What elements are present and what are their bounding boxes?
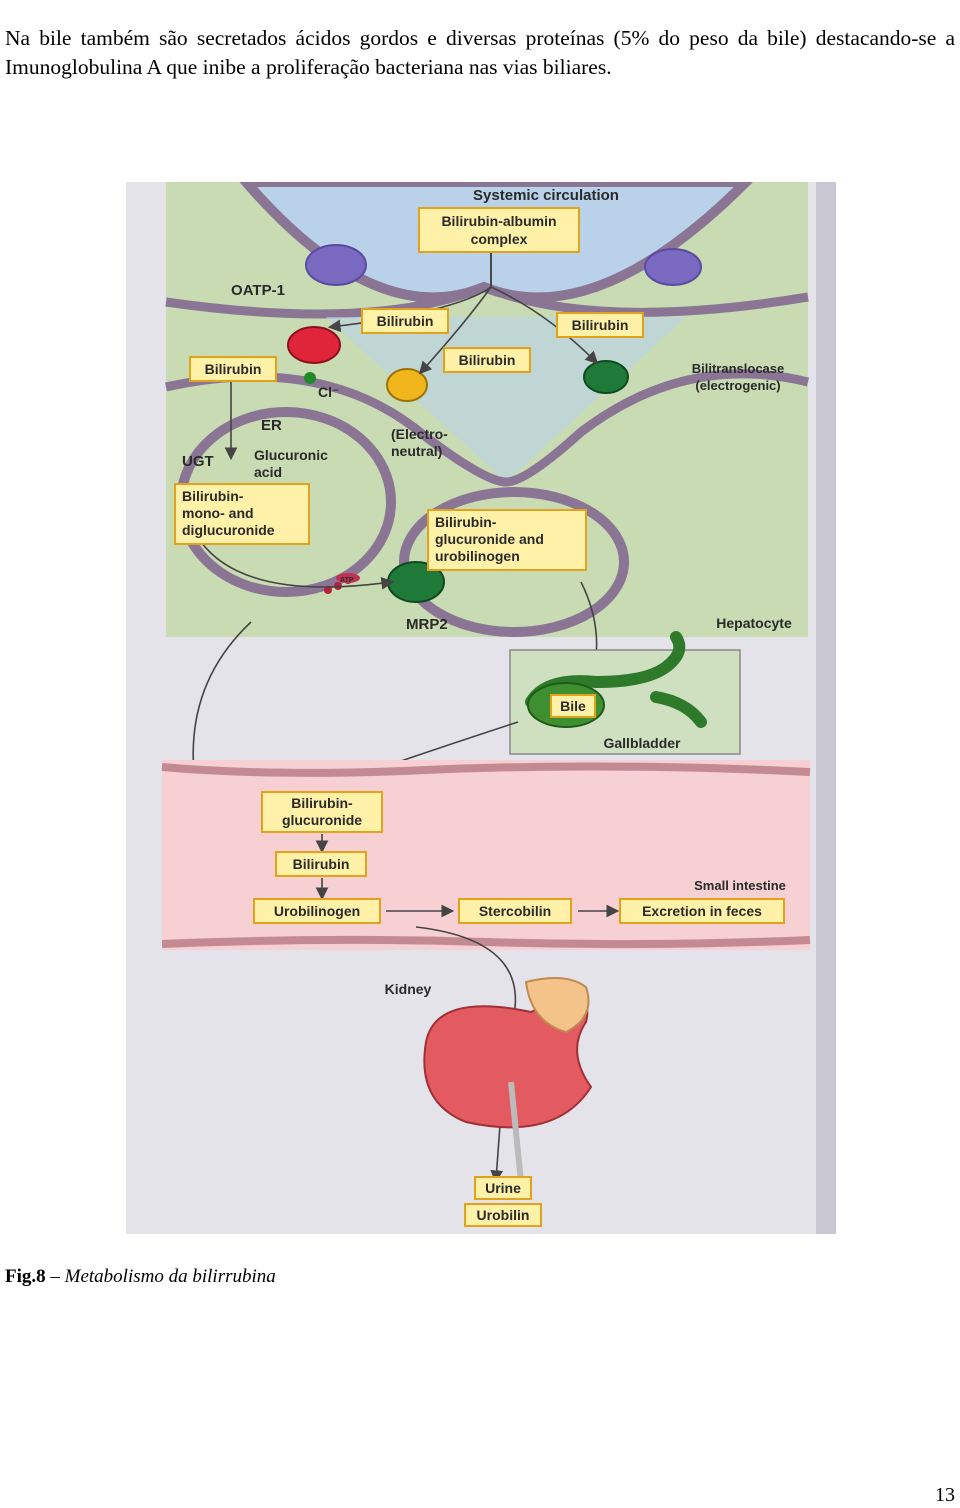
gallbladder-label: Gallbladder (603, 735, 681, 751)
urobilin-label: Urobilin (477, 1207, 530, 1223)
bilirubin-metabolism-figure: Systemic circulation Bilirubin-albumin c… (126, 182, 836, 1234)
bilirubin-glucuronide-label-1: Bilirubin- (291, 795, 353, 811)
page-number: 13 (935, 1484, 955, 1506)
bilirubin-label-1: Bilirubin (377, 313, 434, 329)
er-label: ER (261, 417, 282, 434)
acid-label: acid (254, 464, 282, 480)
gluc-urob-label-3: urobilinogen (435, 548, 520, 564)
blood-cell (305, 244, 367, 286)
caption-label: Fig.8 (5, 1266, 46, 1287)
mono-di-label-2: mono- and (182, 505, 254, 521)
small-intestine-label: Small intestine (694, 878, 786, 893)
mrp2-label: MRP2 (406, 616, 448, 633)
bilitranslocase-label: Bilitranslocase (692, 361, 785, 376)
excretion-feces-label: Excretion in feces (642, 903, 762, 919)
bile-label: Bile (560, 698, 586, 714)
electroneutral-label: (Electro- (391, 426, 448, 442)
gluc-urob-label-1: Bilirubin- (435, 514, 497, 530)
urine-label: Urine (485, 1180, 521, 1196)
systemic-circulation-label: Systemic circulation (473, 187, 619, 204)
bilitranslocase-transporter (583, 360, 629, 394)
bilirubin-label-4: Bilirubin (205, 361, 262, 377)
caption-dash: – (45, 1266, 65, 1287)
oatp1-label: OATP-1 (231, 282, 285, 299)
electroneutral-transporter (386, 368, 428, 402)
hepatocyte-panel: Systemic circulation Bilirubin-albumin c… (165, 182, 810, 683)
atp-label: ATP (340, 577, 354, 584)
small-intestine-panel: Bilirubin- glucuronide Bilirubin Urobili… (161, 760, 811, 950)
oatp1-transporter (287, 326, 341, 364)
ugt-label: UGT (182, 453, 214, 470)
complex-label: complex (471, 231, 528, 247)
caption-text: Metabolismo da bilirrubina (64, 1266, 276, 1287)
kidney-label: Kidney (385, 981, 432, 997)
hepatocyte-label: Hepatocyte (716, 615, 792, 631)
stercobilin-label: Stercobilin (479, 903, 551, 919)
neutral-label: neutral) (391, 443, 442, 459)
gallbladder-inset: Bile Gallbladder (509, 631, 741, 755)
figure-caption: Fig.8 – Metabolismo da bilirrubina (5, 1266, 276, 1288)
glucuronic-acid-label: Glucuronic (254, 447, 328, 463)
bilirubin-label-2: Bilirubin (572, 317, 629, 333)
bilirubin-intestine-label: Bilirubin (293, 856, 350, 872)
bilirubin-glucuronide-label-2: glucuronide (282, 812, 362, 828)
bilirubin-albumin-label: Bilirubin-albumin (441, 213, 556, 229)
electrogenic-label: (electrogenic) (695, 378, 780, 393)
kidney-illustration: Kidney Urine Urobilin (385, 926, 593, 1227)
chloride-label: Cl⁻ (318, 384, 339, 400)
body-paragraph: Na bile também são secretados ácidos gor… (5, 25, 955, 79)
urobilinogen-label: Urobilinogen (274, 903, 360, 919)
blood-cell (644, 248, 702, 286)
gluc-urob-label-2: glucuronide and (435, 531, 544, 547)
mono-di-label-1: Bilirubin- (182, 488, 244, 504)
mono-di-label-3: diglucuronide (182, 522, 275, 538)
bilirubin-label-3: Bilirubin (459, 352, 516, 368)
